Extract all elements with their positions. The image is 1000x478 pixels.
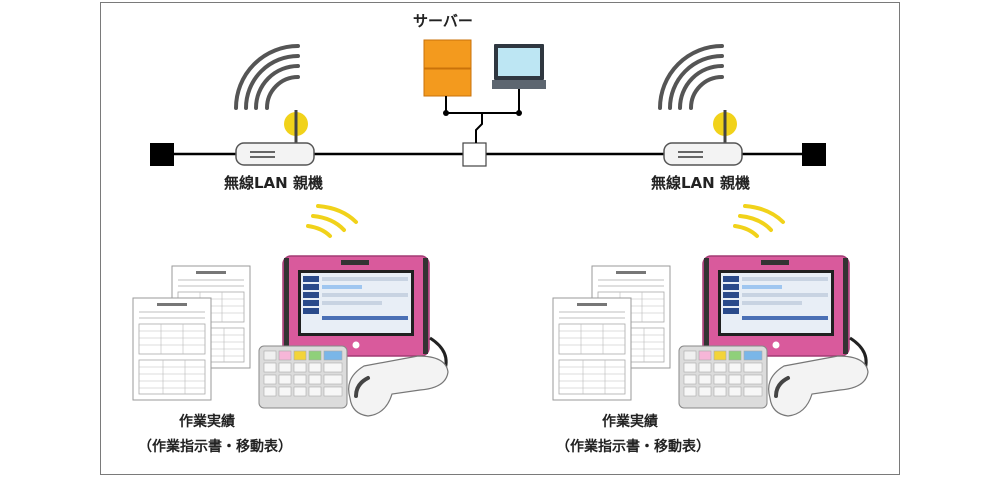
access-point-label: 無線LAN 親機: [224, 174, 323, 192]
document-sheet-icon: [132, 297, 212, 401]
barcode-scanner-icon: [768, 355, 869, 417]
wifi-waves-icon: [733, 204, 785, 238]
wireless-router-icon: [235, 110, 315, 166]
terminal-subcaption: （作業指示書・移動表）: [138, 438, 292, 455]
terminal-subcaption: （作業指示書・移動表）: [556, 438, 710, 455]
server-label: サーバー: [413, 12, 473, 30]
document-sheet-icon: [552, 297, 632, 401]
server-network-links: [445, 89, 520, 143]
keypad-icon: [258, 345, 348, 409]
terminal-caption: 作業実績: [179, 413, 235, 430]
desktop-pc-icon: [492, 44, 546, 89]
wireless-router-icon: [663, 110, 743, 166]
keypad-icon: [678, 345, 768, 409]
signal-waves-icon: [234, 44, 300, 110]
access-point-label: 無線LAN 親機: [651, 174, 750, 192]
line-terminator-icon: [150, 143, 174, 166]
tablet-terminal-icon: [702, 255, 850, 357]
server-icon: [423, 39, 472, 97]
signal-waves-icon: [658, 44, 724, 110]
network-hub-icon: [462, 142, 487, 167]
terminal-caption: 作業実績: [602, 413, 658, 430]
barcode-scanner-icon: [348, 355, 449, 417]
wifi-waves-icon: [306, 204, 358, 238]
line-terminator-icon: [802, 143, 826, 166]
tablet-terminal-icon: [282, 255, 430, 357]
